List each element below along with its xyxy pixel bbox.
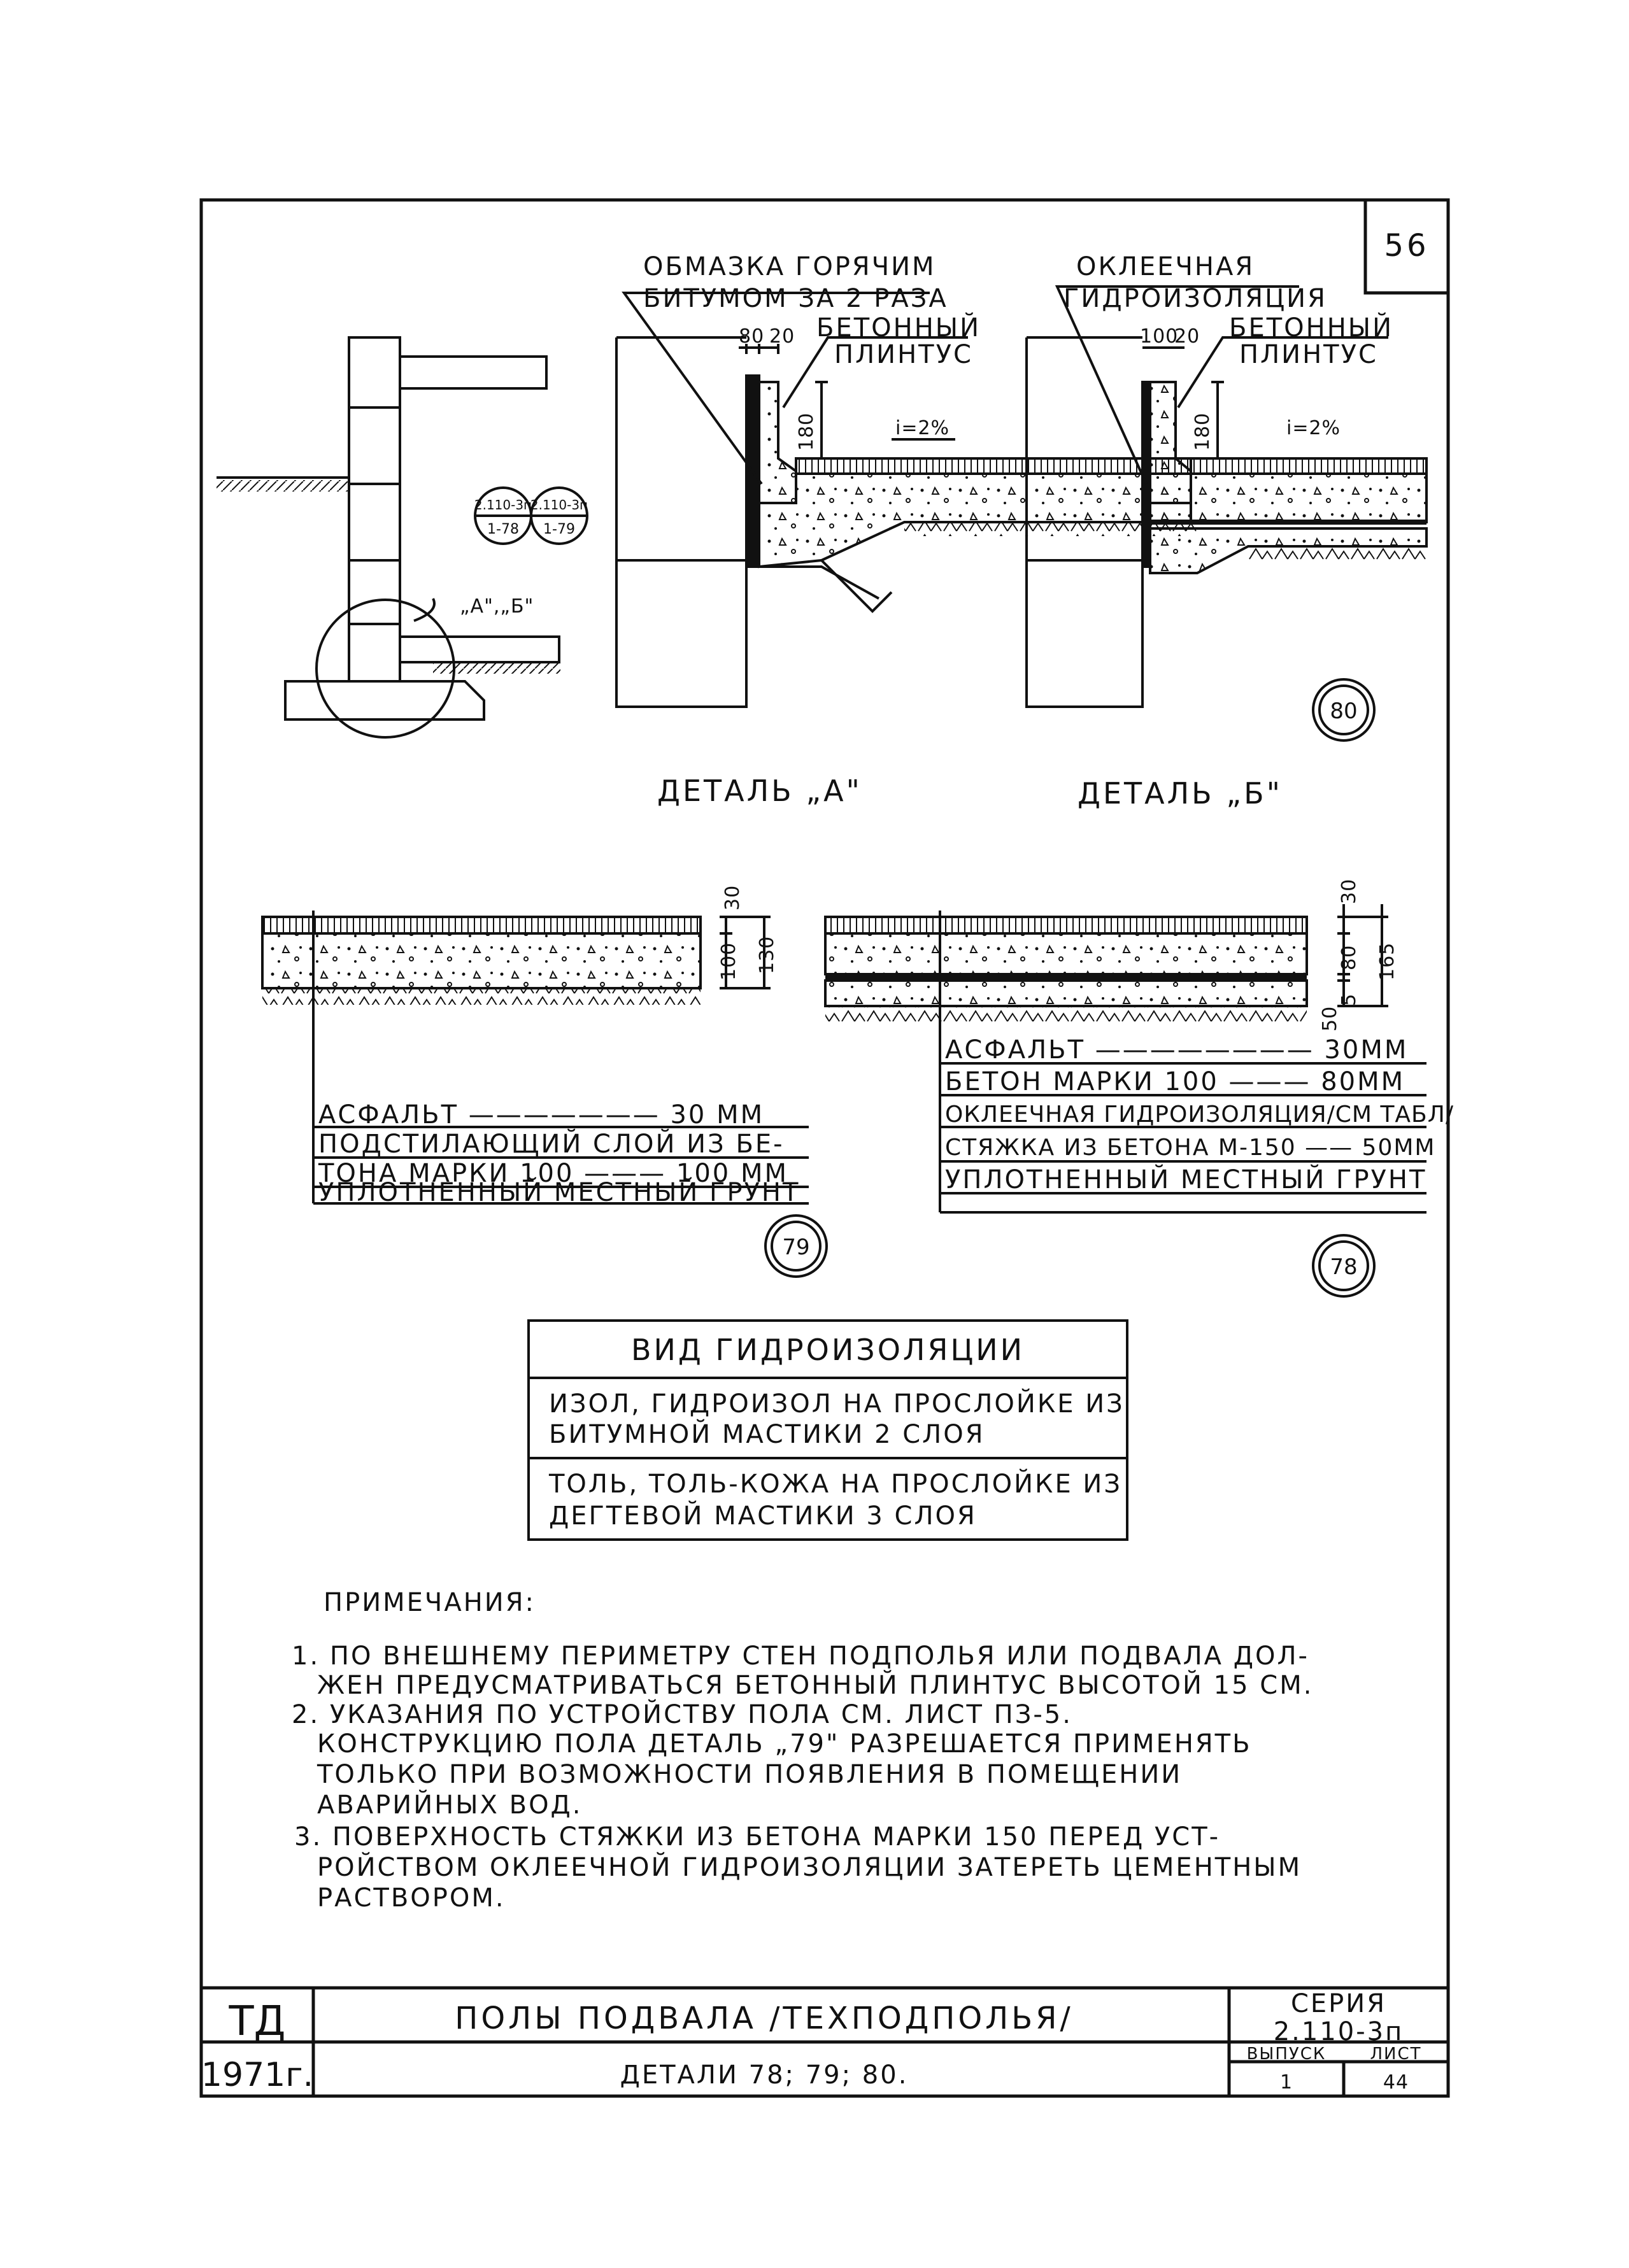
series-value: 2.110-3п <box>1274 2017 1404 2046</box>
note-line-2: ЖЕН ПРЕДУСМАТРИВАТЬСЯ БЕТОННЫЙ ПЛИНТУС В… <box>317 1669 1313 1700</box>
title-block-title: ПОЛЫ ПОДВАЛА /ТЕХПОДПОЛЬЯ/ <box>455 2001 1073 2036</box>
title-block-org: ТД <box>228 1998 285 2045</box>
detail-b-waterproof-1: ОКЛЕЕЧНАЯ <box>1076 252 1255 281</box>
section-79-layer-3: ТОНА МАРКИ 100 ——— 100 ММ <box>318 1159 788 1188</box>
detail-b-plinth-2: ПЛИНТУС <box>1239 340 1378 369</box>
waterproof-row-1-line-1: ИЗОЛ, ГИДРОИЗОЛ НА ПРОСЛОЙКЕ ИЗ <box>549 1388 1125 1419</box>
section-78-layer-3: ОКЛЕЕЧНАЯ ГИДРОИЗОЛЯЦИЯ/СМ ТАБЛ/ <box>945 1102 1454 1128</box>
note-line-8: РОЙСТВОМ ОКЛЕЕЧНОЙ ГИДРОИЗОЛЯЦИИ ЗАТЕРЕТ… <box>317 1852 1302 1882</box>
section-79-layer-2: ПОДСТИЛАЮЩИЙ СЛОЙ ИЗ БЕ- <box>318 1128 785 1159</box>
issue-value: 1 <box>1280 2071 1293 2094</box>
badge-78: 78 <box>1330 1254 1357 1280</box>
detail-b-plinth-1: БЕТОННЫЙ <box>1229 312 1393 343</box>
sheet-label: ЛИСТ <box>1370 2045 1421 2064</box>
section-79-dim-100: 100 <box>718 942 740 981</box>
section-78-layer-4: СТЯЖКА ИЗ БЕТОНА М-150 —— 50ММ <box>945 1135 1436 1161</box>
badge-80: 80 <box>1330 698 1357 724</box>
ref-b-bot: 1-79 <box>543 521 575 537</box>
note-line-5: ТОЛЬКО ПРИ ВОЗМОЖНОСТИ ПОЯВЛЕНИЯ В ПОМЕЩ… <box>317 1760 1182 1789</box>
detail-a-dim-20: 20 <box>769 325 795 348</box>
ref-b-top: 2.110-3п <box>530 497 588 513</box>
waterproof-table-frame <box>527 1319 1128 1541</box>
waterproof-row-2-line-1: ТОЛЬ, ТОЛЬ-КОЖА НА ПРОСЛОЙКЕ ИЗ <box>548 1468 1122 1499</box>
detail-a-coating-1: ОБМАЗКА ГОРЯЧИМ <box>643 252 936 281</box>
ref-a-bot: 1-78 <box>487 521 519 537</box>
waterproof-table-header: ВИД ГИДРОИЗОЛЯЦИИ <box>631 1333 1025 1367</box>
note-line-6: АВАРИЙНЫХ ВОД. <box>317 1789 583 1820</box>
title-block-year: 1971г. <box>201 2056 313 2094</box>
section-79-dim-30: 30 <box>722 885 744 911</box>
detail-b-caption: ДЕТАЛЬ „Б" <box>1078 776 1283 811</box>
section-79-dim-130: 130 <box>756 936 778 974</box>
detail-a-slope: i=2% <box>895 417 950 439</box>
waterproof-row-1-line-2: БИТУМНОЙ МАСТИКИ 2 СЛОЯ <box>549 1419 985 1449</box>
detail-a-drawing <box>615 292 1197 708</box>
note-line-3: 2. УКАЗАНИЯ ПО УСТРОЙСТВУ ПОЛА СМ. ЛИСТ … <box>292 1699 1072 1729</box>
detail-b-dim-180: 180 <box>1192 413 1214 451</box>
detail-callout: „А",„Б" <box>460 595 534 618</box>
series-label: СЕРИЯ <box>1291 1989 1386 2018</box>
detail-a-coating-2: БИТУМОМ ЗА 2 РАЗА <box>643 284 948 313</box>
section-78-dim-50: 50 <box>1319 1006 1341 1031</box>
section-79-drawing <box>261 911 828 1278</box>
note-line-9: РАСТВОРОМ. <box>317 1883 506 1913</box>
detail-a-plinth-2: ПЛИНТУС <box>834 340 973 369</box>
detail-b-dim-20: 20 <box>1174 325 1200 348</box>
section-79-layer-4: УПЛОТНЕННЫЙ МЕСТНЫЙ ГРУНТ <box>318 1177 800 1207</box>
section-78-dim-30: 30 <box>1338 879 1360 904</box>
note-line-4: КОНСТРУКЦИЮ ПОЛА ДЕТАЛЬ „79" РАЗРЕШАЕТСЯ… <box>317 1729 1252 1759</box>
section-78-dim-165: 165 <box>1376 942 1398 981</box>
title-block-subtitle: ДЕТАЛИ 78; 79; 80. <box>620 2060 909 2090</box>
section-78-dim-80: 80 <box>1338 945 1360 970</box>
section-78-layer-5: УПЛОТНЕННЫЙ МЕСТНЫЙ ГРУНТ <box>945 1164 1426 1194</box>
section-78-layer-1: АСФАЛЬТ ———————— 30ММ <box>945 1035 1408 1065</box>
sheet-value: 44 <box>1383 2071 1409 2094</box>
ref-a-top: 2.110-3п <box>474 497 532 513</box>
sheet-number: 56 <box>1384 228 1429 264</box>
detail-b-dim-100: 100 <box>1140 325 1178 348</box>
detail-b-waterproof-2: ГИДРОИЗОЛЯЦИЯ <box>1063 284 1327 313</box>
waterproof-row-2-line-2: ДЕГТЕВОЙ МАСТИКИ 3 СЛОЯ <box>549 1500 977 1531</box>
note-line-7: 3. ПОВЕРХНОСТЬ СТЯЖКИ ИЗ БЕТОНА МАРКИ 15… <box>294 1822 1220 1852</box>
section-79-layer-1: АСФАЛЬТ ——————— 30 ММ <box>318 1100 764 1130</box>
detail-b-drawing <box>1025 285 1428 742</box>
detail-a-plinth-1: БЕТОННЫЙ <box>816 312 981 343</box>
badge-79: 79 <box>782 1235 809 1260</box>
section-78-drawing <box>824 904 1426 1298</box>
detail-a-caption: ДЕТАЛЬ „А" <box>657 774 862 808</box>
issue-label: ВЫПУСК <box>1247 2045 1327 2064</box>
section-78-layer-2: БЕТОН МАРКИ 100 ——— 80ММ <box>945 1067 1405 1096</box>
detail-a-dim-180: 180 <box>795 413 818 451</box>
notes-title: ПРИМЕЧАНИЯ: <box>324 1588 536 1617</box>
section-78-dim-5: 5 <box>1338 993 1360 1006</box>
note-line-1: 1. ПО ВНЕШНЕМУ ПЕРИМЕТРУ СТЕН ПОДПОЛЬЯ И… <box>292 1641 1309 1671</box>
detail-a-dim-80: 80 <box>739 325 764 348</box>
sheet-frame <box>199 198 1450 2098</box>
key-section <box>217 336 588 739</box>
detail-b-slope: i=2% <box>1286 417 1341 439</box>
